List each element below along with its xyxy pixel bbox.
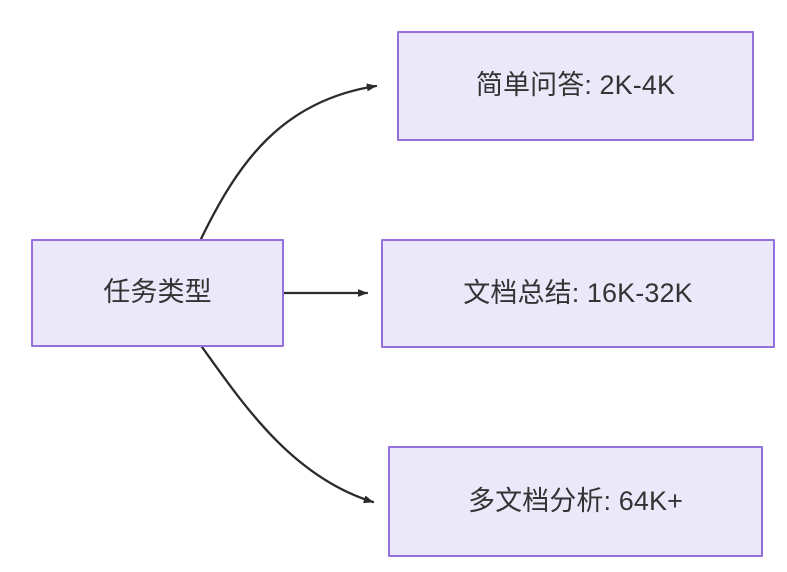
edge-root-to-simple-qa	[199, 83, 378, 241]
node-multi-document-analysis[interactable]: 多文档分析: 64K+	[388, 446, 763, 557]
node-task-type-label: 任务类型	[103, 277, 212, 308]
edge-root-to-multi-doc	[200, 345, 375, 504]
node-simple-qa[interactable]: 简单问答: 2K-4K	[397, 31, 754, 141]
node-task-type[interactable]: 任务类型	[31, 239, 284, 347]
node-document-summary[interactable]: 文档总结: 16K-32K	[381, 239, 775, 348]
node-simple-qa-label: 简单问答: 2K-4K	[475, 70, 676, 101]
node-document-summary-label: 文档总结: 16K-32K	[463, 277, 693, 308]
node-multi-document-analysis-label: 多文档分析: 64K+	[468, 485, 683, 516]
